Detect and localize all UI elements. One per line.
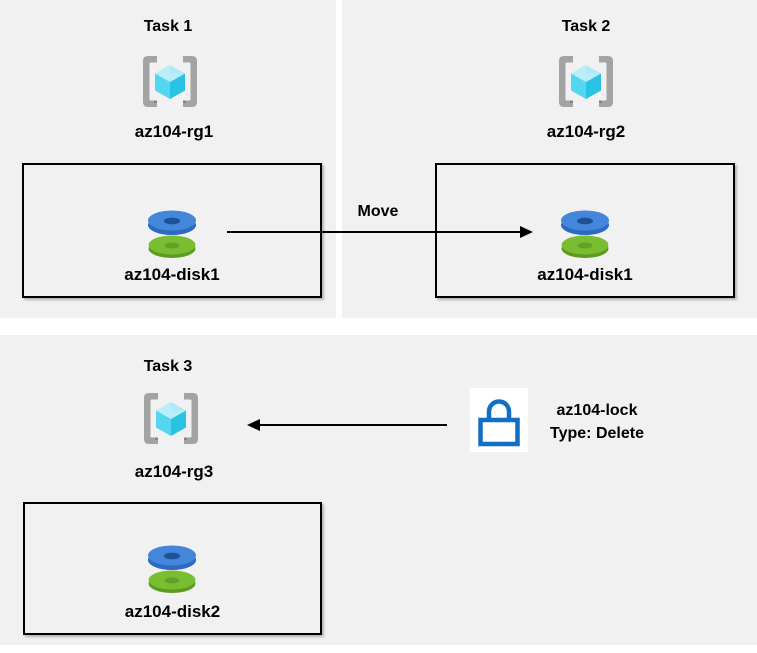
- disk-label: az104-disk1: [537, 265, 633, 284]
- disk-icon: [148, 210, 196, 258]
- panel-task1: Task 1 az104-rg1 az104-disk1: [0, 0, 336, 318]
- resource-group-label: az104-rg3: [134, 462, 214, 481]
- task3-title: Task 3: [143, 358, 193, 375]
- lock-text: az104-lock Type: Delete: [522, 399, 672, 445]
- lock-name-label: az104-lock: [556, 402, 638, 419]
- disk-label: az104-disk2: [124, 602, 221, 621]
- disk-box-task3: az104-disk2: [23, 502, 322, 635]
- resource-group-label: az104-rg1: [134, 122, 214, 141]
- resource-group-icon: [559, 56, 613, 107]
- move-arrow-label: Move: [357, 203, 399, 220]
- panel-task3: Task 3 az104-rg3 az104-disk2: [0, 335, 757, 645]
- move-arrow: [227, 226, 533, 238]
- lock-icon: [476, 393, 522, 447]
- lock-type-label: Type: Delete: [550, 425, 644, 442]
- resource-group-label: az104-rg2: [546, 122, 626, 141]
- disk-icon: [148, 545, 196, 593]
- lock-arrow: [247, 419, 447, 431]
- task2-title: Task 2: [561, 18, 611, 35]
- resource-group-icon: [143, 56, 197, 107]
- disk-label: az104-disk1: [124, 265, 220, 284]
- lock-card: [470, 388, 528, 452]
- disk-box-task1: az104-disk1: [22, 163, 322, 298]
- disk-icon: [561, 210, 609, 258]
- resource-group-icon: [144, 393, 198, 444]
- disk-box-task2: az104-disk1: [435, 163, 735, 298]
- panel-task2: Task 2 az104-rg2 az104-disk1: [342, 0, 757, 318]
- task1-title: Task 1: [143, 18, 193, 35]
